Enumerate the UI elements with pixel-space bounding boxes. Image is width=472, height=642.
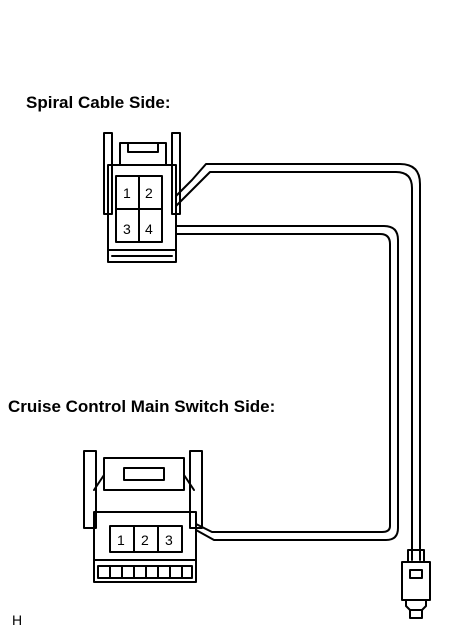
harness-wire-inner xyxy=(175,225,399,541)
spiral-pin-3: 3 xyxy=(123,221,131,237)
cruise-pin-2: 2 xyxy=(141,532,149,548)
cruise-control-main-switch-connector xyxy=(83,450,203,583)
cruise-control-main-switch-side-label: Cruise Control Main Switch Side: xyxy=(8,397,276,416)
cruise-pin-3: 3 xyxy=(165,532,173,548)
spiral-pin-4: 4 xyxy=(145,221,153,237)
spiral-pin-2: 2 xyxy=(145,185,153,201)
cruise-pin-1: 1 xyxy=(117,532,125,548)
spiral-pin-1: 1 xyxy=(123,185,131,201)
harness-wire-outer xyxy=(175,163,421,561)
spiral-cable-connector xyxy=(103,132,181,263)
spiral-cable-side-label: Spiral Cable Side: xyxy=(26,93,171,112)
figure-code: H xyxy=(12,612,23,628)
test-terminal xyxy=(401,549,431,619)
